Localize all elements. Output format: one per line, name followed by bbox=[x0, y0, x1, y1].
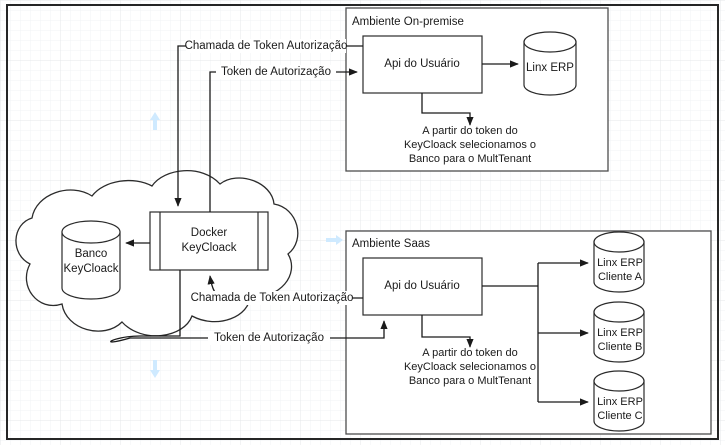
note-saas-line2: KeyCloack selecionamos o bbox=[404, 361, 536, 373]
api-usuario-saas-box bbox=[362, 257, 483, 316]
panel-saas-title: Ambiente Saas bbox=[352, 238, 430, 250]
linx-erp-onprem-label: Linx ERP bbox=[526, 62, 574, 74]
linx-erp-cliente-c-line1: Linx ERP bbox=[597, 396, 643, 408]
linx-erp-cliente-a-line1: Linx ERP bbox=[597, 257, 643, 269]
edge-label-chamada-bottom: Chamada de Token Autorização bbox=[191, 291, 354, 305]
linx-erp-cliente-a-database: Linx ERP Cliente A bbox=[593, 231, 645, 293]
edge-label-chamada-top-text: Chamada de Token Autorização bbox=[185, 40, 348, 52]
note-onprem-line2: KeyCloack selecionamos o bbox=[404, 139, 536, 151]
note-saas-line3: Banco para o MultTenant bbox=[409, 375, 531, 387]
linx-erp-cliente-b-database: Linx ERP Cliente B bbox=[593, 301, 645, 363]
note-onprem-line1: A partir do token do bbox=[422, 125, 517, 137]
linx-erp-cliente-b-line2: Cliente B bbox=[598, 341, 643, 353]
linx-erp-cliente-b-line1: Linx ERP bbox=[597, 327, 643, 339]
docker-keycloack-node: Docker KeyCloack bbox=[149, 211, 269, 271]
edge-label-token-top: Token de Autorização bbox=[216, 65, 336, 79]
scroll-right-marker bbox=[326, 235, 343, 245]
note-saas-line1: A partir do token do bbox=[422, 347, 517, 359]
linx-erp-cliente-a-line2: Cliente A bbox=[598, 271, 643, 283]
panel-saas: Ambiente Saas Api do Usuário Linx ERP Cl… bbox=[345, 230, 712, 435]
edge-api-to-note-onprem bbox=[421, 93, 474, 126]
edge-label-token-bottom-text: Token de Autorização bbox=[214, 332, 324, 344]
edge-label-chamada-top: Chamada de Token Autorização bbox=[185, 39, 348, 53]
edge-token-autorizacao-bottom bbox=[110, 270, 388, 343]
panel-on-premise: Ambiente On-premise Api do Usuário Linx … bbox=[345, 7, 609, 172]
api-usuario-onprem-label: Api do Usuário bbox=[384, 58, 459, 70]
note-onprem: A partir do token do KeyCloack seleciona… bbox=[404, 125, 536, 165]
banco-keycloack-label-line2: KeyCloack bbox=[64, 263, 119, 275]
docker-keycloack-label-line1: Docker bbox=[191, 227, 228, 239]
linx-erp-cliente-c-line2: Cliente C bbox=[597, 410, 642, 422]
edge-api-to-note-saas bbox=[421, 315, 474, 348]
linx-erp-onprem-database: Linx ERP bbox=[523, 31, 577, 96]
docker-keycloack-label-line2: KeyCloack bbox=[182, 242, 237, 254]
linx-erp-cliente-c-database: Linx ERP Cliente C bbox=[593, 370, 645, 432]
note-saas: A partir do token do KeyCloack seleciona… bbox=[404, 347, 536, 387]
api-usuario-saas-label: Api do Usuário bbox=[384, 280, 459, 292]
banco-keycloack-database: Banco KeyCloack bbox=[61, 220, 121, 300]
panel-on-premise-title: Ambiente On-premise bbox=[352, 16, 464, 28]
diagram-frame bbox=[6, 4, 719, 440]
note-onprem-line3: Banco para o MultTenant bbox=[409, 153, 531, 165]
edge-label-chamada-bottom-text: Chamada de Token Autorização bbox=[191, 292, 354, 304]
edge-label-token-top-text: Token de Autorização bbox=[221, 66, 331, 78]
scroll-up-marker bbox=[150, 112, 160, 130]
banco-keycloack-label-line1: Banco bbox=[75, 248, 108, 260]
scroll-down-marker bbox=[150, 360, 160, 378]
edge-label-token-bottom: Token de Autorização bbox=[208, 331, 330, 345]
